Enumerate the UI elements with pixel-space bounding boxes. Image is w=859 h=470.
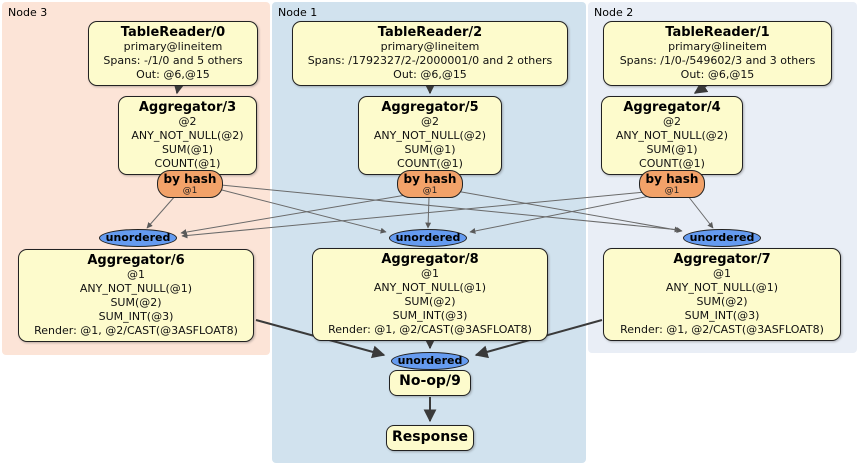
processor-aggregator-6: Aggregator/6 @1 ANY_NOT_NULL(@1) SUM(@2)… (18, 249, 254, 342)
processor-line: @2 (421, 115, 439, 128)
processor-title: Aggregator/7 (673, 252, 771, 267)
processor-title: TableReader/0 (120, 25, 226, 40)
processor-line: primary@lineitem (668, 40, 767, 53)
sync-unordered-7: unordered (683, 229, 761, 247)
sync-unordered-8: unordered (389, 229, 467, 247)
processor-line: Out: @6,@15 (680, 68, 755, 81)
processor-line: ANY_NOT_NULL(@2) (131, 129, 244, 142)
processor-line: COUNT(@1) (397, 157, 463, 170)
processor-title: Aggregator/5 (381, 100, 479, 115)
sync-unordered-9: unordered (391, 352, 469, 370)
thin-edges (146, 184, 714, 239)
processor-line: Render: @1, @2/CAST(@3ASFLOAT8) (328, 323, 532, 336)
processor-line: Spans: /1/0-/549602/3 and 3 others (619, 54, 816, 67)
processor-line: ANY_NOT_NULL(@1) (665, 281, 779, 294)
processor-line: Spans: -/1/0 and 5 others (103, 54, 243, 67)
processor-aggregator-8: Aggregator/8 @1 ANY_NOT_NULL(@1) SUM(@2)… (312, 248, 548, 341)
processor-line: SUM(@2) (404, 295, 456, 308)
processor-line: COUNT(@1) (639, 157, 705, 170)
processor-line: Out: @6,@15 (393, 68, 467, 81)
processor-line: SUM(@1) (161, 143, 214, 156)
processor-line: ANY_NOT_NULL(@2) (373, 129, 487, 142)
processor-line: ANY_NOT_NULL(@1) (373, 281, 487, 294)
sync-label: unordered (105, 231, 171, 244)
processor-line: Spans: /1792327/2-/2000001/0 and 2 other… (307, 54, 553, 67)
router-by-hash-5: by hash @1 (397, 170, 463, 198)
router-by-hash-3: by hash @1 (157, 170, 223, 198)
processor-line: @1 (713, 267, 731, 280)
processor-line: @1 (421, 267, 439, 280)
processor-line: Out: @6,@15 (136, 68, 210, 81)
processor-title: Aggregator/8 (381, 252, 479, 267)
processor-line: @2 (663, 115, 681, 128)
processor-line: SUM_INT(@3) (392, 309, 468, 322)
processor-tablereader-2: TableReader/2 primary@lineitem Spans: /1… (292, 21, 568, 86)
router-label: by hash (403, 172, 457, 186)
sync-label: unordered (395, 231, 461, 244)
processor-line: SUM_INT(@3) (684, 309, 760, 322)
processor-title: Aggregator/6 (87, 253, 185, 268)
processor-line: @1 (127, 268, 145, 281)
router-label: by hash (645, 172, 699, 186)
processor-line: Render: @1, @2/CAST(@3ASFLOAT8) (34, 324, 238, 337)
processor-line: @2 (178, 115, 197, 128)
processor-line: Render: @1, @2/CAST(@3ASFLOAT8) (620, 323, 824, 336)
sync-label: unordered (689, 231, 755, 244)
processor-tablereader-1: TableReader/1 primary@lineitem Spans: /1… (603, 21, 832, 86)
processor-aggregator-4: Aggregator/4 @2 ANY_NOT_NULL(@2) SUM(@1)… (601, 96, 743, 175)
processor-line: SUM(@1) (646, 143, 698, 156)
processor-line: SUM(@2) (696, 295, 748, 308)
processor-line: COUNT(@1) (154, 157, 221, 170)
processor-aggregator-3: Aggregator/3 @2 ANY_NOT_NULL(@2) SUM(@1)… (118, 96, 257, 175)
processor-title: No-op/9 (399, 373, 461, 389)
processor-line: SUM(@2) (110, 296, 162, 309)
processor-line: SUM_INT(@3) (98, 310, 174, 323)
sync-label: unordered (397, 354, 463, 367)
processor-noop-9: No-op/9 (389, 370, 471, 396)
router-label: by hash (163, 172, 217, 186)
processor-line: SUM(@1) (404, 143, 456, 156)
processor-aggregator-5: Aggregator/5 @2 ANY_NOT_NULL(@2) SUM(@1)… (358, 96, 502, 175)
processor-line: ANY_NOT_NULL(@2) (615, 129, 729, 142)
router-by-hash-4: by hash @1 (639, 170, 705, 198)
node-region-label: Node 3 (8, 6, 48, 19)
processor-title: Response (391, 429, 469, 445)
router-hash-column: @1 (422, 186, 438, 196)
processor-title: TableReader/2 (377, 25, 483, 40)
sync-unordered-6: unordered (99, 229, 177, 247)
processor-line: ANY_NOT_NULL(@1) (79, 282, 193, 295)
processor-aggregator-7: Aggregator/7 @1 ANY_NOT_NULL(@1) SUM(@2)… (603, 248, 841, 341)
processor-title: TableReader/1 (665, 25, 770, 40)
processor-tablereader-0: TableReader/0 primary@lineitem Spans: -/… (88, 21, 258, 86)
router-hash-column: @1 (182, 186, 198, 196)
processor-line: primary@lineitem (380, 40, 480, 53)
processor-title: Aggregator/4 (623, 100, 721, 115)
response-box: Response (386, 425, 474, 451)
router-hash-column: @1 (664, 186, 680, 196)
node-region-label: Node 2 (594, 6, 634, 19)
processor-line: primary@lineitem (123, 40, 223, 53)
node-region-label: Node 1 (278, 6, 318, 19)
processor-title: Aggregator/3 (138, 100, 237, 115)
